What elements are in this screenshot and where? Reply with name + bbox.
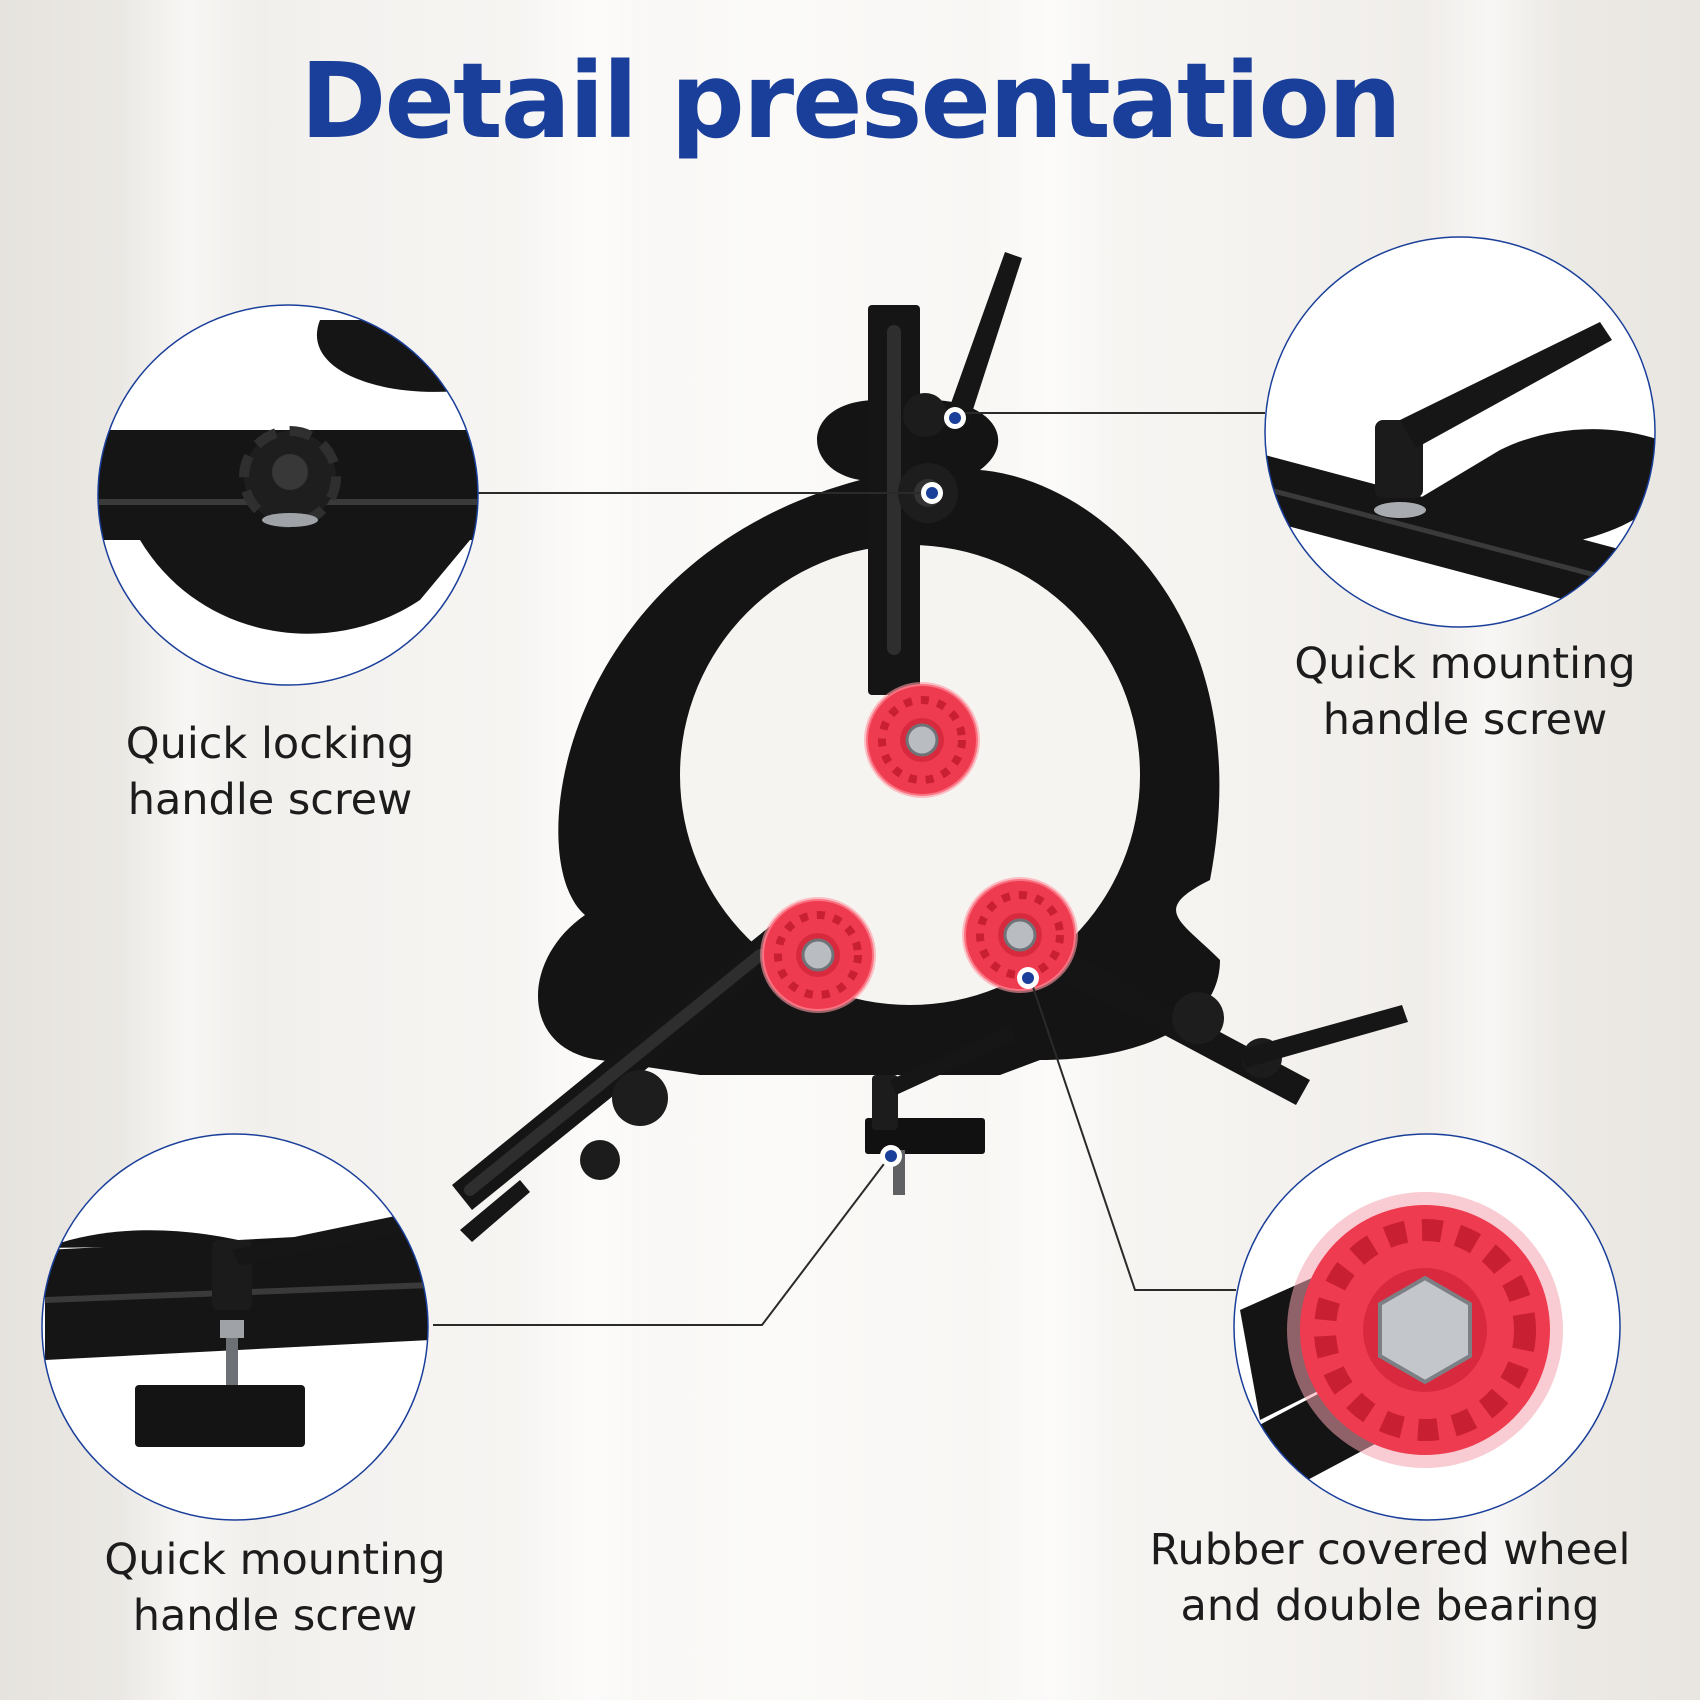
detail-circle-locking-knob — [97, 304, 479, 686]
callout-label-rubber-wheel: Rubber covered wheel and double bearing — [1149, 1525, 1631, 1631]
detail-circle-mounting-handle-top — [1264, 236, 1656, 628]
callout-label-quick-mounting-top: Quick mounting handle screw — [1294, 639, 1636, 745]
left-adjustment-arm — [452, 899, 874, 1242]
callout-label-quick-mounting-bottom: Quick mounting handle screw — [104, 1535, 446, 1641]
callout-dots — [880, 407, 1039, 1167]
page-title: Detail presentation — [300, 40, 1402, 162]
detail-circle-rubber-wheel — [1233, 1133, 1621, 1521]
right-adjustment-arm — [964, 879, 1408, 1105]
bottom-mount — [865, 1025, 1016, 1195]
callout-label-quick-locking: Quick locking handle screw — [125, 719, 415, 825]
detail-circle-mounting-handle-bottom — [41, 1133, 429, 1521]
callout-lines — [433, 412, 1265, 1326]
